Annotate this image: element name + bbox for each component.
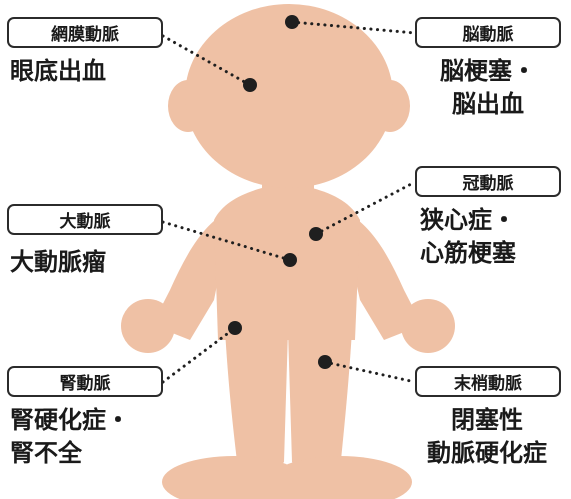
right-foot — [268, 456, 412, 499]
point-renal — [228, 321, 242, 335]
point-coronary — [309, 227, 323, 241]
disease-cerebral-line-2: 脳出血 — [452, 90, 524, 118]
leader-cerebral — [290, 20, 417, 35]
left-foot — [162, 456, 306, 499]
right-hand — [401, 299, 455, 353]
body-silhouette — [121, 4, 455, 499]
disease-coronary-line-1: 狭心症・ — [420, 206, 516, 234]
point-retinal — [243, 78, 257, 92]
disease-aorta: 大動脈瘤 — [10, 246, 106, 279]
label-retinal-artery: 網膜動脈 — [7, 17, 163, 48]
disease-aorta-line-1: 大動脈瘤 — [10, 248, 106, 276]
leader-aorta — [161, 220, 292, 262]
left-arm — [152, 210, 232, 340]
label-peripheral-artery: 末梢動脈 — [415, 366, 561, 397]
right-leg — [288, 330, 352, 476]
leader-coronary — [314, 180, 417, 236]
disease-retinal: 眼底出血 — [10, 55, 106, 88]
left-hand — [121, 299, 175, 353]
point-peripheral — [318, 355, 332, 369]
leader-renal — [161, 326, 237, 384]
leader-lines — [161, 20, 417, 384]
left-leg — [225, 330, 288, 476]
leader-peripheral — [323, 360, 417, 384]
disease-renal-line-1: 腎硬化症・ — [10, 406, 130, 434]
label-coronary-artery: 冠動脈 — [415, 166, 561, 197]
artery-points — [228, 15, 332, 369]
disease-cerebral-line-1: 脳梗塞・ — [440, 57, 536, 85]
label-renal-artery: 腎動脈 — [7, 366, 163, 397]
head — [185, 4, 393, 188]
label-cerebral-artery: 脳動脈 — [415, 17, 561, 48]
point-aorta — [283, 253, 297, 267]
disease-peripheral-line-1: 閉塞性 — [451, 406, 523, 434]
disease-peripheral: 閉塞性 動脈硬化症 — [405, 404, 569, 470]
disease-coronary: 狭心症・ 心筋梗塞 — [420, 204, 516, 270]
disease-cerebral: 脳梗塞・ 脳出血 — [422, 55, 554, 121]
point-cerebral — [285, 15, 299, 29]
disease-renal-line-2: 腎不全 — [10, 439, 82, 467]
label-aorta: 大動脈 — [7, 204, 163, 235]
disease-peripheral-line-2: 動脈硬化症 — [427, 439, 547, 467]
disease-renal: 腎硬化症・ 腎不全 — [10, 404, 130, 470]
right-arm — [340, 210, 422, 340]
disease-coronary-line-2: 心筋梗塞 — [420, 239, 516, 267]
disease-retinal-line-1: 眼底出血 — [10, 57, 106, 85]
